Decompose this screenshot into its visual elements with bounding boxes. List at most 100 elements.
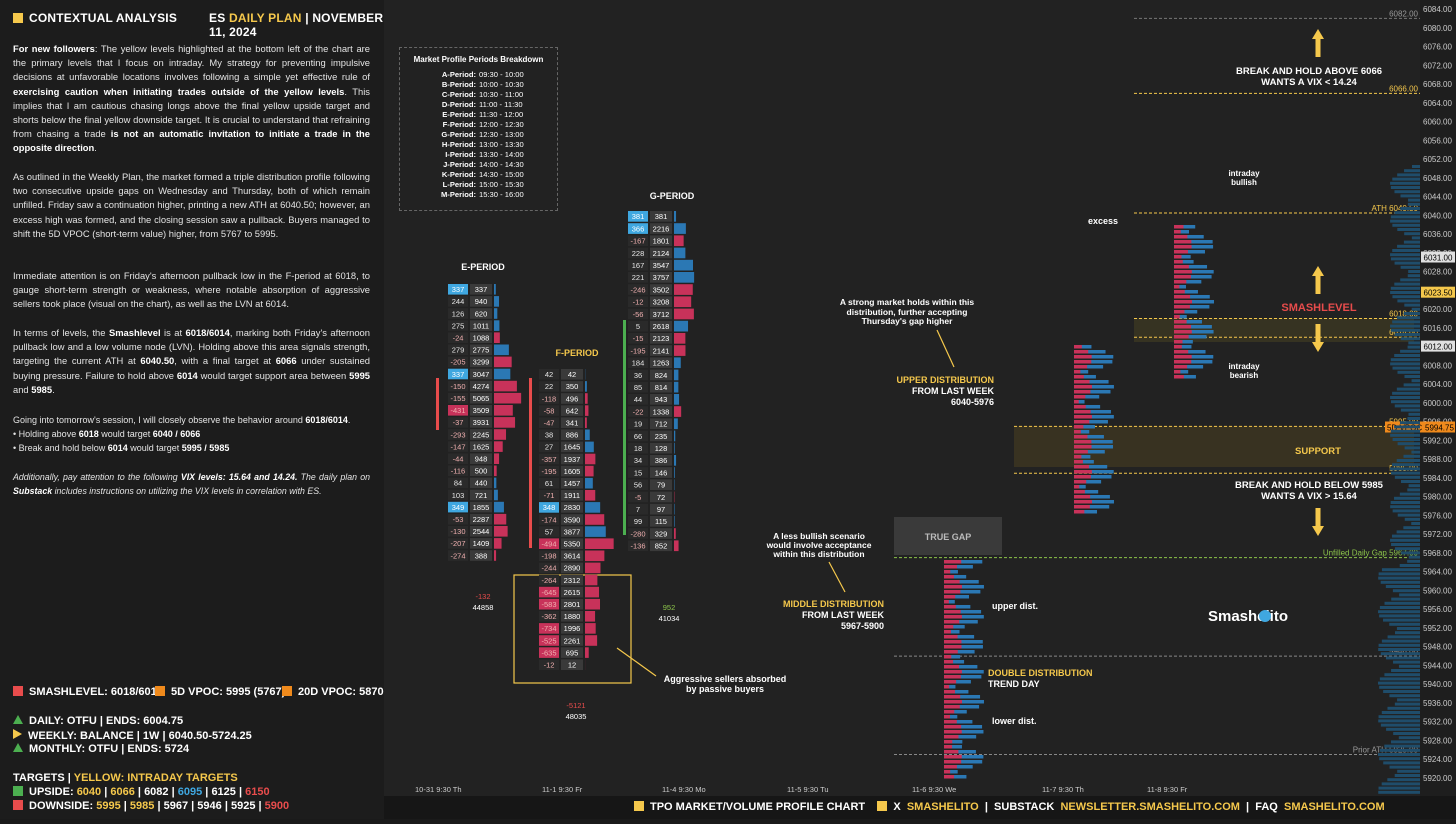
day-11-8-profile <box>1174 245 1192 249</box>
g-period-delta-value: 34 <box>634 456 642 465</box>
g-period-label: G-PERIOD <box>650 191 695 201</box>
g-period-bar <box>674 382 678 393</box>
volume-profile-bar <box>1400 207 1420 210</box>
volume-profile-bar <box>1409 556 1420 559</box>
volume-profile-bar <box>1382 640 1420 643</box>
volume-profile-bar <box>1382 782 1420 785</box>
g-period-volume-value: 235 <box>655 432 668 441</box>
strong-market-1: A strong market holds within this <box>840 297 975 307</box>
e-period-volume-value: 337 <box>475 285 488 294</box>
g-period-delta-value: 381 <box>632 212 645 221</box>
day-11-6-profile <box>944 600 949 604</box>
e-period-bar <box>494 514 506 525</box>
volume-profile-bar <box>1391 501 1420 504</box>
pointer-upper-dist <box>937 330 954 367</box>
volume-profile-bar <box>1401 409 1420 412</box>
day-11-7-profile <box>1074 415 1092 419</box>
e-period-volume-value: 1088 <box>473 334 490 343</box>
day-11-8-profile <box>1174 310 1184 314</box>
g-period-bar <box>674 284 693 295</box>
volume-profile-bar <box>1390 362 1420 365</box>
paragraph-1: For new followers: The yellow levels hig… <box>13 42 370 156</box>
right-triangle-icon <box>13 729 22 739</box>
e-period-bar <box>494 284 496 295</box>
volume-profile-bar <box>1390 291 1420 294</box>
g-period-volume-value: 3757 <box>653 273 670 282</box>
volume-profile-bar <box>1397 627 1420 630</box>
substack-link[interactable]: NEWSLETTER.SMASHELITO.COM <box>1060 801 1239 813</box>
g-period-delta-value: 184 <box>632 359 645 368</box>
volume-profile-bar <box>1412 308 1420 311</box>
y-tick-label: 6040.00 <box>1423 211 1452 220</box>
g-period-bar <box>674 528 676 539</box>
g-period-volume-value: 386 <box>655 456 668 465</box>
f-period-volume-value: 3590 <box>564 515 581 524</box>
f-period-delta-value: -494 <box>541 540 556 549</box>
g-period-bar <box>674 235 684 246</box>
g-period-bar <box>674 260 693 271</box>
g-period-delta-value: -280 <box>630 529 645 538</box>
e-period-delta-value: -53 <box>453 515 464 524</box>
f-period-delta-value: 57 <box>545 527 553 536</box>
x-handle-link[interactable]: SMASHELITO <box>907 801 979 813</box>
volume-profile-bar <box>1401 551 1420 554</box>
f-total-delta: -5121 <box>566 701 585 710</box>
volume-profile-bar <box>1404 232 1420 235</box>
volume-profile-bar <box>1378 610 1420 613</box>
f-period-bar <box>585 514 604 525</box>
volume-profile-bar <box>1404 304 1420 307</box>
g-period-bar <box>674 272 694 283</box>
volume-profile-bar <box>1381 652 1420 655</box>
y-tick-label: 5976.00 <box>1423 511 1452 520</box>
volume-profile-bar <box>1386 585 1420 588</box>
volume-profile-bar <box>1397 245 1420 248</box>
volume-profile-bar <box>1395 262 1420 265</box>
middle-dist-label-1: MIDDLE DISTRIBUTION <box>783 599 884 609</box>
f-period-bar <box>585 430 590 441</box>
vpoc-price: 5994.75 <box>1425 423 1454 432</box>
day-11-6-profile <box>944 560 961 564</box>
volume-profile-bar <box>1405 518 1420 521</box>
volume-profile-bar <box>1404 383 1420 386</box>
volume-profile-bar <box>1393 661 1420 664</box>
day-11-7-profile <box>1074 345 1082 349</box>
day-11-7-profile <box>1074 360 1091 364</box>
f-period-delta-value: -71 <box>544 491 555 500</box>
paragraph-5: Going into tomorrow's session, I will cl… <box>13 413 370 456</box>
period-row: A-Period:09:30 - 10:00 <box>400 70 557 80</box>
faq-link[interactable]: SMASHELITO.COM <box>1284 801 1385 813</box>
e-period-bar <box>494 345 509 356</box>
f-period-bar <box>585 478 593 489</box>
day-11-8-profile <box>1174 365 1187 369</box>
f-period-delta-value: 42 <box>545 370 553 379</box>
red-square-icon <box>13 686 23 696</box>
g-period-volume-value: 814 <box>655 383 668 392</box>
period-name: H-Period: <box>400 140 479 150</box>
volume-profile-bar <box>1400 194 1420 197</box>
period-time: 15:30 - 16:00 <box>479 190 524 200</box>
paragraph-4: In terms of levels, the Smashlevel is at… <box>13 326 370 397</box>
y-tick-label: 5932.00 <box>1423 718 1452 727</box>
e-period-bar <box>494 502 504 513</box>
volume-profile-bar <box>1379 686 1420 689</box>
volume-profile-bar <box>1408 341 1420 344</box>
volume-profile-bar <box>1398 442 1420 445</box>
period-row: H-Period:13:00 - 13:30 <box>400 140 557 150</box>
f-period-bar <box>585 635 597 646</box>
day-11-7-profile <box>1074 425 1083 429</box>
day-11-7-profile <box>1074 445 1092 449</box>
period-time: 10:00 - 10:30 <box>479 80 524 90</box>
e-period-delta-value: -431 <box>450 406 465 415</box>
e-period-volume-value: 3509 <box>473 406 490 415</box>
day-11-8-profile <box>1174 255 1182 259</box>
f-period-bar <box>585 623 596 634</box>
e-period-delta-value: 103 <box>452 491 465 500</box>
f-period-volume-value: 2312 <box>564 576 581 585</box>
volume-profile-bar <box>1388 635 1420 638</box>
volume-profile-bar <box>1397 173 1420 176</box>
f-period-bar <box>585 405 588 416</box>
f-period-volume-value: 1880 <box>564 612 581 621</box>
y-tick-label: 6000.00 <box>1423 399 1452 408</box>
y-tick-label: 5952.00 <box>1423 624 1452 633</box>
